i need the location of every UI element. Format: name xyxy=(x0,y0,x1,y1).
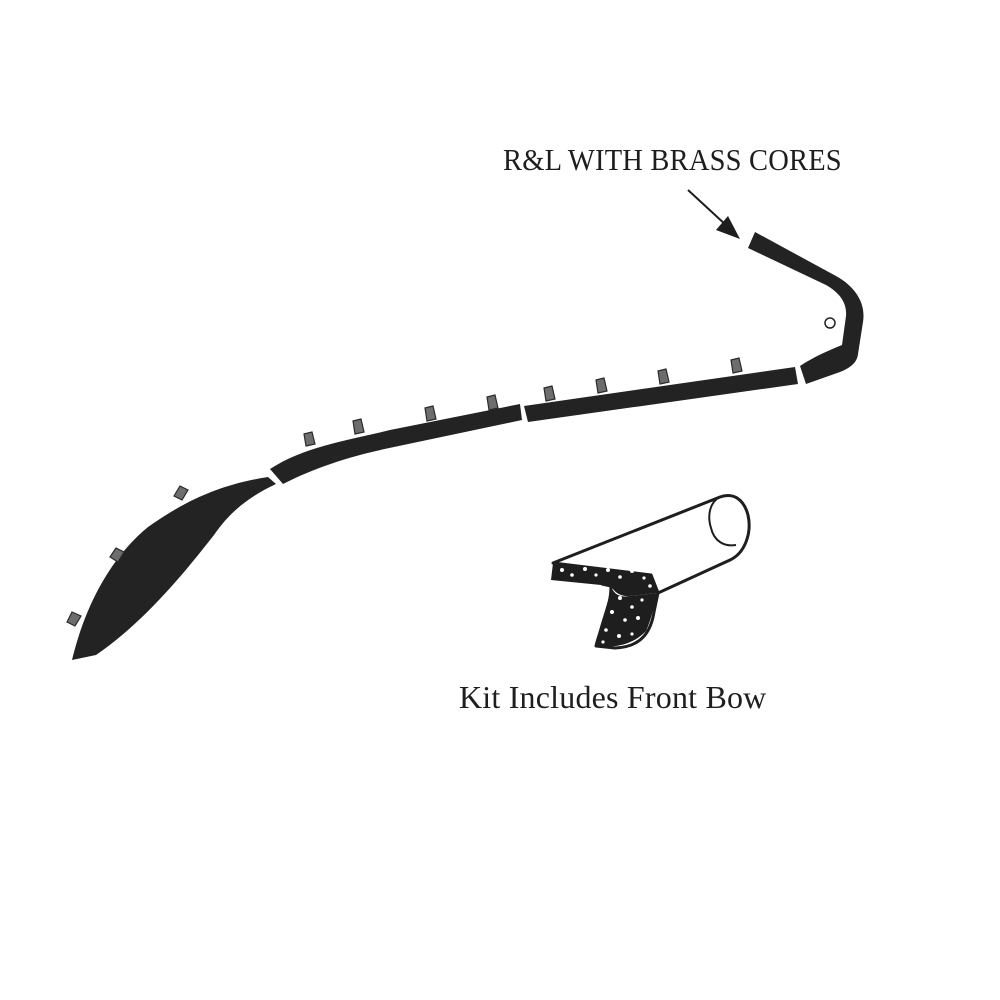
mounting-stud xyxy=(657,368,670,385)
weatherstrip-corner-piece xyxy=(748,232,864,384)
front-bow-kit-caption: Kit Includes Front Bow xyxy=(459,679,767,715)
weatherstrip-segment-left-end xyxy=(66,477,276,660)
mounting-stud xyxy=(486,394,499,411)
mounting-stud xyxy=(595,377,608,394)
mounting-stud xyxy=(303,431,316,447)
mounting-stud xyxy=(109,547,125,563)
mounting-stud xyxy=(543,385,556,402)
mounting-stud xyxy=(424,405,437,422)
brass-cores-callout-label: R&L WITH BRASS CORES xyxy=(503,142,842,177)
mounting-stud xyxy=(173,485,189,501)
mounting-stud xyxy=(730,357,743,374)
mounting-stud xyxy=(66,611,82,627)
callout-arrow-icon xyxy=(687,189,740,239)
mounting-stud xyxy=(352,418,365,435)
weatherstrip-segment-right xyxy=(524,357,798,422)
weatherstrip-segment-middle xyxy=(270,394,522,484)
front-bow-profile xyxy=(551,494,751,650)
brass-core-hole xyxy=(824,317,836,329)
